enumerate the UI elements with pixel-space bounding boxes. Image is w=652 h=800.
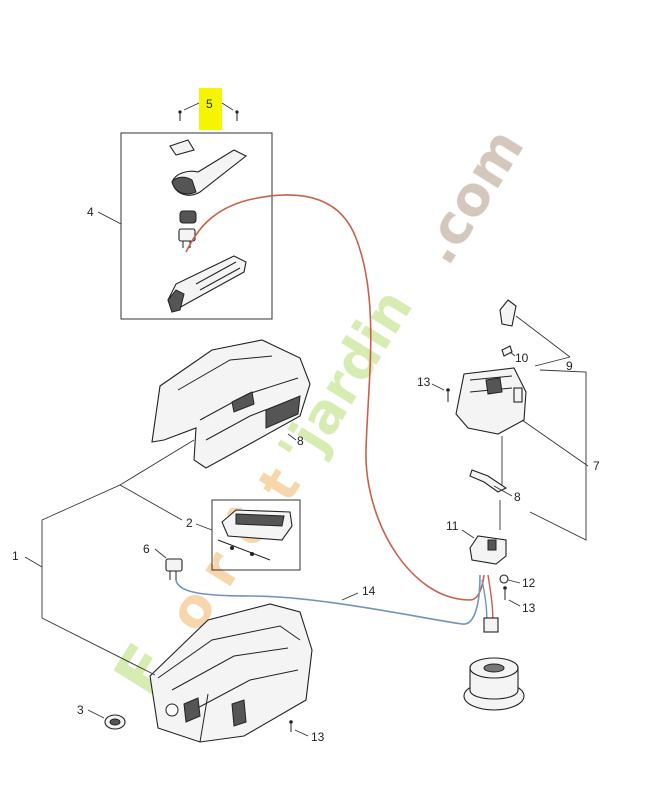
lower-housing-icon [149, 603, 313, 743]
leader-lines [24, 211, 589, 737]
motor-icon [463, 617, 525, 711]
callout-13-b: 13 [522, 601, 536, 615]
screw-icon [178, 110, 182, 121]
wire-blue [175, 574, 481, 625]
switch-cover-icon [217, 509, 293, 561]
nut-icon [499, 574, 509, 584]
handle-grip-icon [171, 149, 248, 196]
svg-text:.com: .com [406, 118, 537, 275]
screw-13-b-icon [503, 586, 507, 600]
callout-3: 3 [77, 703, 84, 717]
connector-6-icon [165, 558, 183, 580]
handle-cap-icon [169, 139, 195, 156]
svg-text:r: r [186, 541, 254, 597]
highlight-marker [199, 88, 222, 130]
motor-housing-icon [455, 367, 527, 435]
callout-4: 4 [87, 205, 94, 219]
callout-13-c: 13 [311, 730, 325, 744]
callout-8-upper: 8 [297, 434, 304, 448]
connector-icon [178, 228, 196, 248]
plug-cap-icon [179, 210, 197, 224]
callout-6: 6 [143, 542, 150, 556]
callout-9: 9 [566, 359, 573, 373]
callout-12: 12 [522, 576, 536, 590]
assembly-box [120, 132, 273, 320]
screw-13-a-icon [446, 388, 450, 402]
foot-icon [104, 714, 126, 730]
upper-housing-icon [151, 339, 311, 469]
handle-bracket-icon [167, 255, 247, 313]
wire-red [185, 194, 485, 601]
callout-2: 2 [186, 516, 193, 530]
callout-1: 1 [12, 549, 19, 563]
switch-box [211, 499, 301, 571]
bracket-icon [469, 469, 508, 493]
screw-13-c-icon [289, 720, 293, 732]
callout-7: 7 [593, 459, 600, 473]
clip-icon [499, 299, 517, 327]
callout-10: 10 [515, 351, 529, 365]
spring-icon [501, 345, 513, 357]
screw-icon [235, 110, 239, 121]
callout-11: 11 [446, 519, 459, 533]
callout-14: 14 [362, 584, 376, 598]
callout-8-right: 8 [514, 490, 521, 504]
callout-13-a: 13 [417, 375, 431, 389]
switch-11-icon [469, 535, 507, 565]
callout-5: 5 [206, 97, 213, 111]
